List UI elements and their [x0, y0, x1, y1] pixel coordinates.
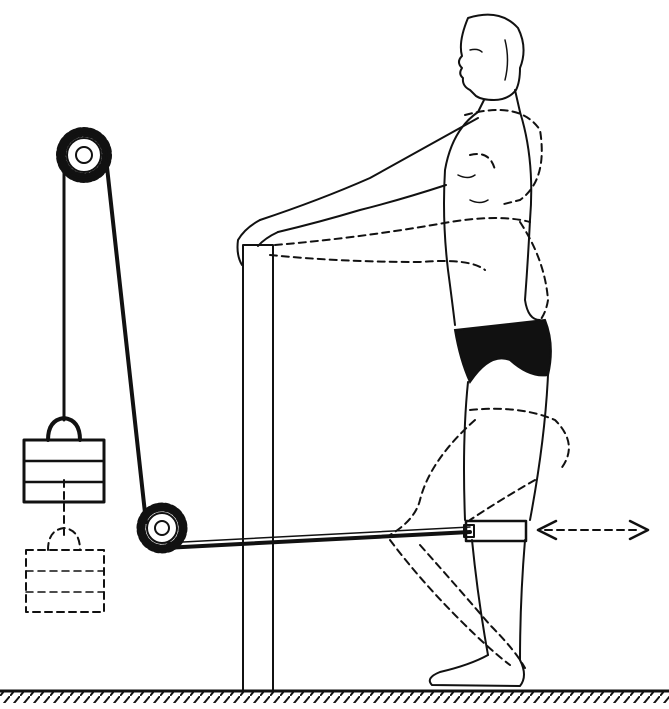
weight-stack	[22, 416, 106, 504]
cable	[62, 156, 472, 550]
motion-arrow	[536, 519, 650, 541]
weight-stack-lowered	[25, 527, 105, 613]
person-flexed-position	[269, 109, 570, 669]
support-post	[242, 244, 274, 692]
knee-strap	[463, 519, 528, 543]
briefs	[453, 318, 552, 385]
standing-person	[236, 13, 552, 687]
floor	[0, 689, 669, 703]
upper-pulley	[56, 127, 112, 183]
lower-pulley	[136, 502, 188, 554]
